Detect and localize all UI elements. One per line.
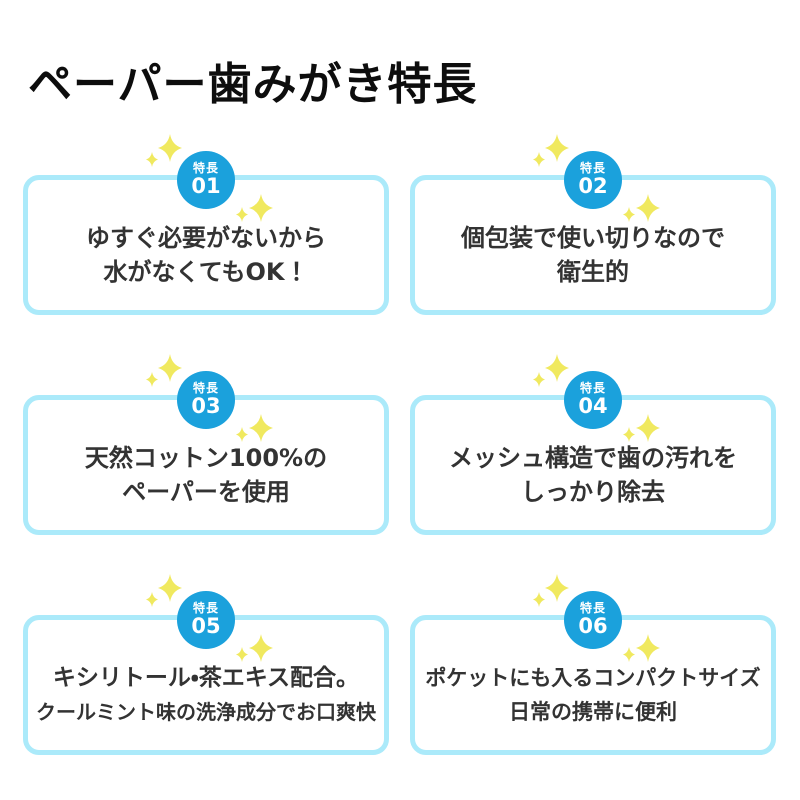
feature-text-line: キシリトール・茶エキス配合。 [52,665,360,691]
sparkle-icon [146,372,158,387]
feature-text: ポケットにも入るコンパクトサイズ 日常の携帯に便利 [416,661,770,729]
feature-text: 天然コットン100%の ペーパーを使用 [29,441,383,509]
badge-number: 02 [578,174,608,199]
feature-text: 個包装で使い切りなので 衛生的 [416,221,770,289]
page-title: ペーパー歯みがき特長 [28,59,478,110]
feature-text-line: 水がなくてもOK！ [103,258,309,286]
badge-label: 特長 [192,160,219,175]
feature-text-line: 個包装で使い切りなので [461,224,725,252]
feature-text-line: 日常の携帯に便利 [509,700,677,724]
badge-label: 特長 [579,600,606,615]
feature-card-4: 特長 04 メッシュ構造で歯の汚れを しっかり除去 [410,354,776,535]
sparkle-icon [158,574,182,602]
sparkle-icon [146,592,158,607]
feature-text-line: ポケットにも入るコンパクトサイズ [425,666,761,690]
badge-number: 05 [191,614,221,639]
badge-label: 特長 [192,380,219,395]
feature-badge: 特長 04 [564,371,622,429]
sparkle-icon [158,354,182,382]
badge-number: 04 [578,394,608,419]
badge-label: 特長 [579,160,606,175]
badge-number: 06 [578,614,608,639]
badge-label: 特長 [192,600,219,615]
feature-text-line: 天然コットン100%の [84,444,328,472]
badge-label: 特長 [579,380,606,395]
feature-text-line: メッシュ構造で歯の汚れを [449,444,737,472]
sparkle-icon [533,152,545,167]
feature-text: ゆすぐ必要がないから 水がなくてもOK！ [29,221,383,289]
feature-badge: 特長 05 [177,591,235,649]
feature-card-1: 特長 01 ゆすぐ必要がないから 水がなくてもOK！ [23,134,389,315]
feature-card-6: 特長 06 ポケットにも入るコンパクトサイズ 日常の携帯に便利 [410,574,776,755]
feature-card-5: 特長 05 キシリトール・茶エキス配合。 クールミント味の洗浄成分でお口爽快 [23,574,389,755]
feature-text-line: ペーパーを使用 [122,478,290,506]
card-frame [23,615,389,755]
feature-badge: 特長 06 [564,591,622,649]
feature-text-line: クールミント味の洗浄成分でお口爽快 [36,700,376,724]
badge-number: 03 [191,394,221,419]
badge-number: 01 [191,174,221,199]
feature-text-line: 衛生的 [557,258,629,286]
feature-badge: 特長 02 [564,151,622,209]
sparkle-icon [158,134,182,162]
feature-badge: 特長 03 [177,371,235,429]
feature-text: キシリトール・茶エキス配合。 クールミント味の洗浄成分でお口爽快 [29,661,383,729]
feature-text-line: しっかり除去 [521,478,665,506]
feature-badge: 特長 01 [177,151,235,209]
sparkle-icon [533,592,545,607]
sparkle-icon [545,354,569,382]
sparkle-icon [146,152,158,167]
sparkle-icon [545,134,569,162]
feature-text: メッシュ構造で歯の汚れを しっかり除去 [416,441,770,509]
feature-text-line: ゆすぐ必要がないから [86,224,326,252]
feature-card-2: 特長 02 個包装で使い切りなので 衛生的 [410,134,776,315]
sparkle-icon [533,372,545,387]
sparkle-icon [545,574,569,602]
feature-card-3: 特長 03 天然コットン100%の ペーパーを使用 [23,354,389,535]
